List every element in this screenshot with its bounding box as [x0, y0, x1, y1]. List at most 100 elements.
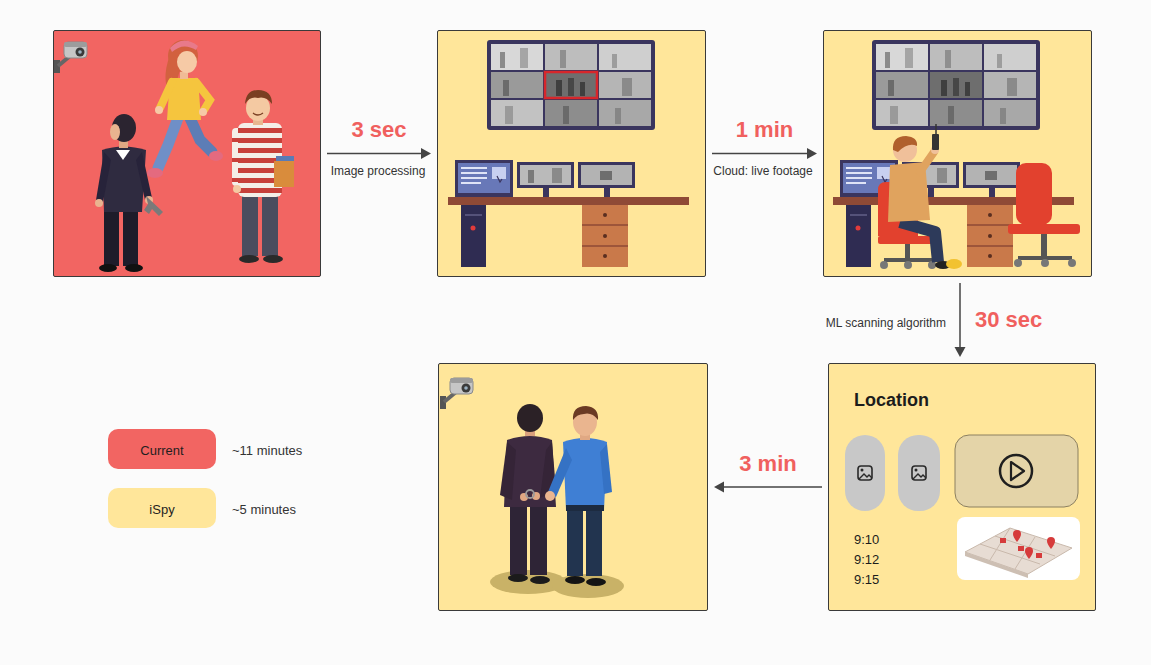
arrest-scene [540, 442, 556, 498]
operator [920, 152, 934, 172]
student [253, 113, 263, 115]
legend-text: Current [140, 443, 183, 459]
arrest-scene [508, 574, 528, 582]
floor-map [1036, 553, 1042, 558]
student [263, 255, 283, 263]
arrest-scene [530, 576, 550, 584]
operator [931, 146, 939, 154]
arrow-head [807, 148, 817, 159]
text-holder: 9:10 [854, 530, 879, 548]
legend-text: iSpy [149, 502, 174, 518]
text-holder: 1 min [736, 117, 793, 143]
arrest-scene [545, 491, 555, 501]
walking-girl [147, 40, 223, 178]
video-player [955, 435, 1078, 507]
armed-man [116, 150, 130, 160]
armed-man [110, 124, 120, 140]
armed-man [95, 114, 163, 272]
walking-girl [168, 40, 198, 72]
video-player [955, 435, 1078, 507]
student [238, 148, 282, 153]
arrest-scene [504, 436, 556, 507]
student [239, 255, 259, 263]
walking-girl [199, 108, 207, 116]
operator [893, 138, 917, 162]
operator [935, 124, 937, 134]
text-holder: 9:15 [854, 570, 879, 588]
flow-panel [437, 30, 706, 277]
flow-arrow [714, 482, 822, 493]
image-placeholder [858, 466, 872, 480]
student [274, 161, 294, 187]
student [262, 194, 278, 256]
walking-girl [177, 51, 197, 73]
process-caption: Image processing [331, 164, 426, 178]
image-placeholder [859, 474, 872, 479]
student [245, 90, 272, 104]
monitor-room [833, 40, 1074, 267]
armed-man [123, 208, 138, 266]
text-holder: 30 sec [975, 307, 1042, 333]
floor-map [965, 552, 1028, 578]
student [242, 194, 258, 256]
walking-girl [180, 70, 188, 79]
operator [878, 182, 918, 236]
text-holder: 3 sec [351, 117, 406, 143]
armed-man [125, 264, 143, 272]
text-holder: iSpy [149, 500, 174, 518]
image-placeholder [912, 466, 926, 480]
arrest-scene [573, 408, 597, 436]
armed-man [104, 208, 119, 266]
security-camera [440, 378, 473, 409]
operator [935, 261, 951, 269]
arrest-scene [490, 404, 624, 598]
legend-swatch: iSpy [108, 488, 216, 528]
armed-man [144, 196, 163, 216]
arrest-scene [552, 574, 624, 598]
floor-map [980, 528, 1055, 569]
duration-label: 3 sec [351, 117, 406, 143]
arrest-scene [490, 570, 566, 594]
operator [893, 136, 917, 152]
security-camera [54, 42, 87, 73]
arrest-scene [586, 511, 602, 576]
arrow-line [327, 153, 421, 155]
image-placeholder [861, 469, 864, 472]
arrest-scene [500, 442, 516, 500]
student [233, 185, 241, 193]
walking-girl [158, 118, 178, 168]
flow-panel [53, 30, 321, 277]
operator [888, 162, 930, 222]
arrest-scene [510, 503, 527, 575]
timestamp: 9:10 [854, 532, 879, 548]
walking-girl [170, 40, 198, 52]
student [232, 178, 242, 182]
monitor-room [833, 40, 1074, 267]
operator [946, 259, 962, 269]
armed-man [136, 152, 152, 200]
image-placeholder [898, 435, 940, 511]
arrest-scene [565, 576, 585, 584]
timestamp: 9:15 [854, 572, 879, 588]
empty-chair [1008, 224, 1080, 234]
arrest-scene [600, 444, 612, 494]
walking-girl [209, 151, 223, 161]
student [232, 128, 242, 186]
student [238, 158, 282, 163]
legend-duration: ~5 minutes [232, 502, 296, 518]
arrest-scene [526, 490, 534, 498]
flow-panel [823, 30, 1092, 277]
floor-map [1047, 537, 1055, 549]
text-holder: Cloud: live footage [713, 161, 812, 179]
arrow-head [421, 148, 431, 159]
student [238, 123, 282, 197]
student [246, 95, 270, 121]
flow-arrow [712, 148, 817, 159]
operator [904, 261, 912, 269]
image-placeholder [845, 435, 885, 511]
floor-map [1013, 530, 1021, 542]
arrest-scene [566, 505, 604, 511]
armed-man [112, 114, 136, 142]
floor-map [957, 517, 1080, 580]
